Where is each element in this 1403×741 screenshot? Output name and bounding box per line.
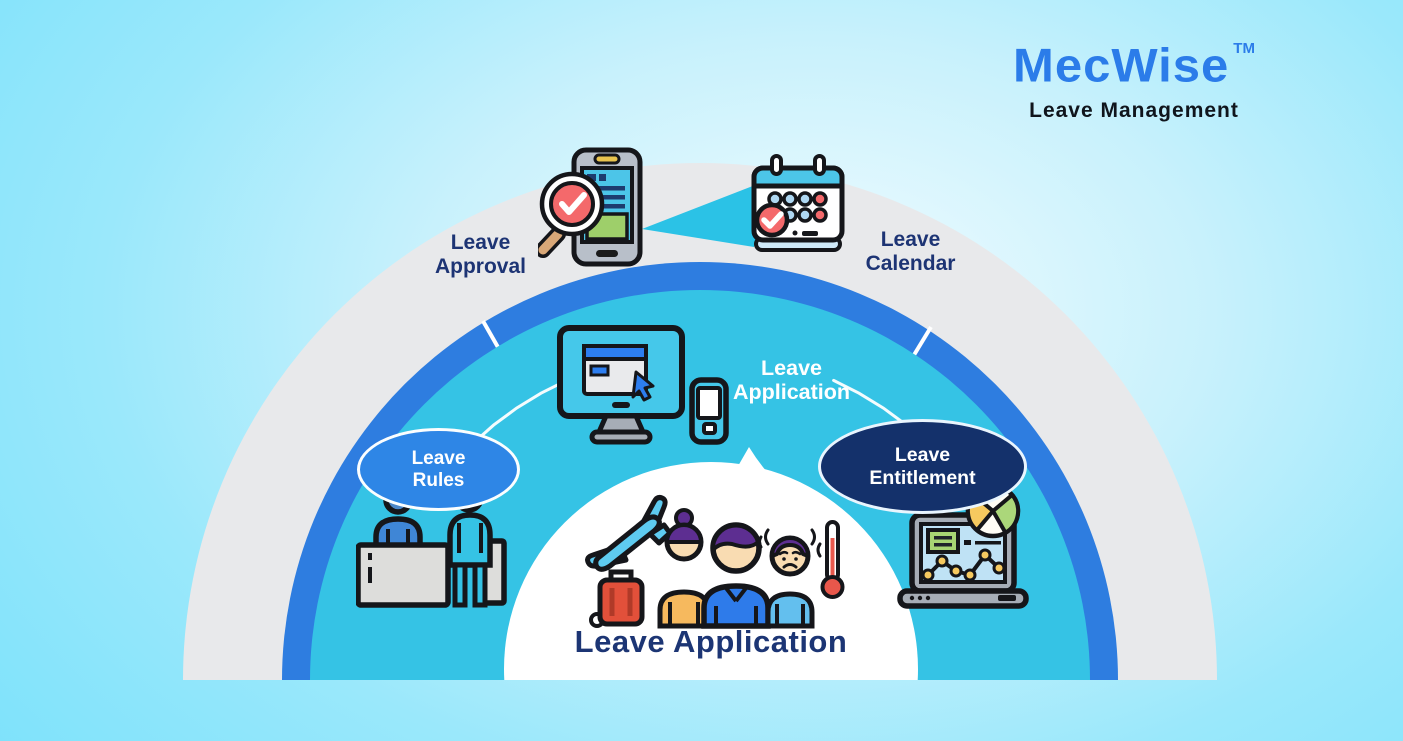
bubble-leave-rules: Leave Rules: [357, 428, 520, 511]
vacation-family-plane-suitcase-thermometer-illustration: [585, 495, 845, 629]
label-leave-approval: Leave Approval: [434, 231, 526, 278]
magnifier-check-phone-icon: [538, 147, 643, 267]
ring-divider-right: [912, 325, 933, 357]
label-leave-rules: Leave Rules: [411, 447, 466, 491]
suitcase-icon: [589, 569, 645, 628]
man-figure: [701, 522, 771, 629]
center-title: Leave Application: [574, 624, 848, 659]
bubble-leave-entitlement: Leave Entitlement: [818, 419, 1027, 514]
label-leave-entitlement: Leave Entitlement: [869, 444, 976, 489]
ring-divider-left: [481, 320, 501, 350]
calendar-checkmark-icon: [751, 154, 845, 252]
brand-logo: MecWise: [1013, 40, 1230, 92]
desktop-and-mobile-icon: [557, 325, 729, 445]
sick-boy-figure: [758, 528, 816, 629]
brand-block: MecWise TM Leave Management: [938, 40, 1330, 123]
woman-figure: [657, 508, 711, 629]
trademark-symbol: TM: [1233, 40, 1255, 57]
product-name: Leave Management: [1029, 99, 1239, 122]
label-leave-calendar: Leave Calendar: [865, 228, 956, 275]
label-leave-application-ring: Leave Application: [732, 356, 851, 405]
thermometer-icon: [816, 520, 845, 599]
decorative-arc-left: [470, 378, 569, 446]
projection-beam: [642, 180, 768, 247]
plane-icon: [585, 495, 673, 572]
